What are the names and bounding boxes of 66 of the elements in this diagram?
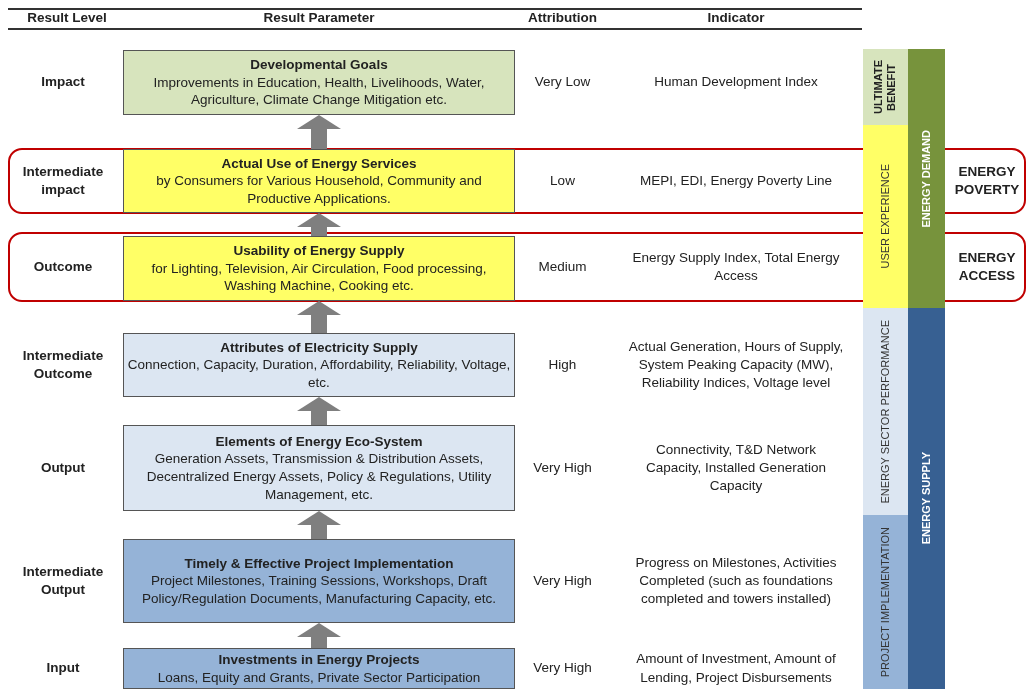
box-description: Connection, Capacity, Duration, Affordability, Reliability, Voltage, etc. bbox=[127, 356, 511, 392]
level-label: Impact bbox=[41, 73, 85, 92]
result-box bbox=[123, 425, 515, 511]
box-heading: Elements of Energy Eco-System bbox=[215, 432, 423, 451]
level-label: Outcome bbox=[32, 257, 94, 276]
column-header: Attribution bbox=[528, 9, 597, 28]
band-label: PROJECT IMPLEMENTATION bbox=[878, 526, 892, 678]
result-box bbox=[123, 50, 515, 115]
result-box bbox=[123, 333, 515, 397]
attribution-label: Low bbox=[549, 171, 576, 190]
box-heading: Developmental Goals bbox=[250, 56, 388, 74]
level-label: Output bbox=[40, 458, 86, 477]
box-description: Improvements in Education, Health, Livelihoods, Water, Agriculture, Climate Change Mitigation etc. bbox=[152, 73, 486, 109]
band-label: ENERGY SECTOR PERFORMANCE bbox=[878, 319, 892, 504]
result-box bbox=[123, 539, 515, 623]
box-heading: Actual Use of Energy Services bbox=[221, 154, 417, 173]
box-description: for Lighting, Television, Air Circulation, Food processing, Washing Machine, Cooking etc. bbox=[150, 259, 488, 295]
category-label: ENERGY POVERTY bbox=[953, 162, 1021, 199]
box-description: Loans, Equity and Grants, Private Sector Participation bbox=[157, 668, 481, 687]
indicator-text: Amount of Investment, Amount of Lending, Project Disbursements bbox=[635, 650, 837, 687]
category-band bbox=[863, 49, 908, 125]
block-arrow bbox=[297, 397, 341, 425]
box-heading: Investments in Energy Projects bbox=[218, 650, 420, 669]
column-header: Result Parameter bbox=[263, 9, 375, 28]
attribution-label: High bbox=[548, 355, 577, 374]
box-heading: Usability of Energy Supply bbox=[233, 242, 405, 260]
block-arrow bbox=[297, 623, 341, 648]
band-label: ULTIMATE BENEFIT bbox=[872, 59, 899, 116]
indicator-text: Connectivity, T&D Network Capacity, Installed Generation Capacity bbox=[645, 440, 827, 496]
category-band bbox=[863, 308, 908, 515]
block-arrow bbox=[297, 213, 341, 236]
column-header: Indicator bbox=[707, 9, 765, 28]
level-label: Input bbox=[46, 659, 80, 678]
category-band bbox=[863, 125, 908, 308]
attribution-label: Very Low bbox=[534, 73, 591, 92]
indicator-text: Human Development Index bbox=[654, 73, 818, 92]
indicator-text: Progress on Milestones, Activities Completed (such as foundations completed and towers installed) bbox=[634, 553, 838, 609]
box-description: Generation Assets, Transmission & Distribution Assets, Decentralized Energy Assets, Policy & Regulations, Utility Management, etc. bbox=[145, 450, 493, 504]
box-description: by Consumers for Various Household, Community and Productive Applications. bbox=[155, 172, 483, 208]
category-label: ENERGY ACCESS bbox=[957, 248, 1017, 285]
box-description: Project Milestones, Training Sessions, Workshops, Draft Policy/Regulation Documents, Manufacturing Capacity, etc. bbox=[141, 572, 497, 608]
level-label: Intermediate Outcome bbox=[21, 346, 105, 383]
block-arrow bbox=[297, 511, 341, 539]
block-arrow bbox=[297, 301, 341, 333]
attribution-label: Medium bbox=[537, 257, 588, 276]
band-label: USER EXPERIENCE bbox=[878, 164, 892, 269]
level-label: Intermediate Output bbox=[21, 562, 105, 599]
result-box bbox=[123, 149, 515, 213]
indicator-text: MEPI, EDI, Energy Poverty Line bbox=[638, 171, 834, 190]
indicator-text: Energy Supply Index, Total Energy Access bbox=[631, 248, 841, 285]
attribution-label: Very High bbox=[533, 659, 592, 678]
attribution-label: Very High bbox=[533, 571, 592, 590]
category-band bbox=[908, 49, 945, 308]
category-band bbox=[908, 308, 945, 689]
block-arrow bbox=[297, 115, 341, 149]
category-band bbox=[863, 515, 908, 689]
indicator-text: Actual Generation, Hours of Supply, System Peaking Capacity (MW), Reliability Indices, Voltage level bbox=[627, 337, 845, 393]
result-box bbox=[123, 236, 515, 301]
column-header: Result Level bbox=[27, 9, 107, 28]
level-label: Intermediate impact bbox=[21, 162, 105, 199]
box-heading: Attributes of Electricity Supply bbox=[220, 338, 418, 357]
band-label: ENERGY DEMAND bbox=[919, 129, 933, 228]
result-box bbox=[123, 648, 515, 689]
band-label: ENERGY SUPPLY bbox=[919, 452, 933, 545]
box-heading: Timely & Effective Project Implementation bbox=[184, 554, 454, 573]
attribution-label: Very High bbox=[533, 458, 592, 477]
